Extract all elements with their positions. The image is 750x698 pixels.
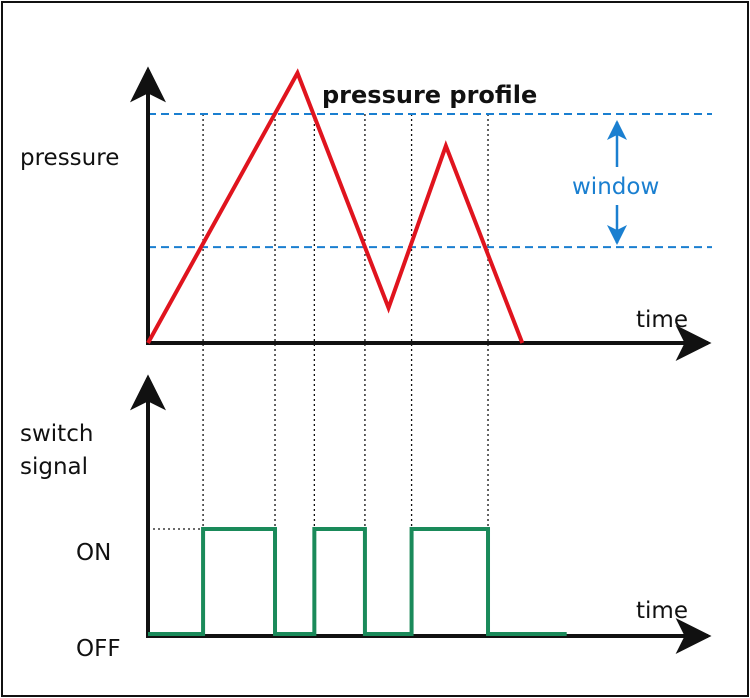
window-label: window xyxy=(572,174,659,200)
curves xyxy=(146,68,567,636)
time-axis-label-bottom: time xyxy=(636,598,688,624)
switch-axis-label-line1: switch xyxy=(20,421,93,447)
window-threshold-lines xyxy=(148,113,712,249)
on-level-label: ON xyxy=(76,540,111,566)
profile-title: pressure profile xyxy=(322,81,537,109)
off-level-label: OFF xyxy=(76,636,121,662)
pressure-axis-label: pressure xyxy=(20,145,119,171)
switch-signal-line xyxy=(148,527,567,636)
time-axis-label-top: time xyxy=(636,307,688,333)
pressure-profile-curve xyxy=(146,68,525,344)
switch-axis-label-line2: signal xyxy=(20,454,88,480)
guide-lines xyxy=(148,114,489,530)
